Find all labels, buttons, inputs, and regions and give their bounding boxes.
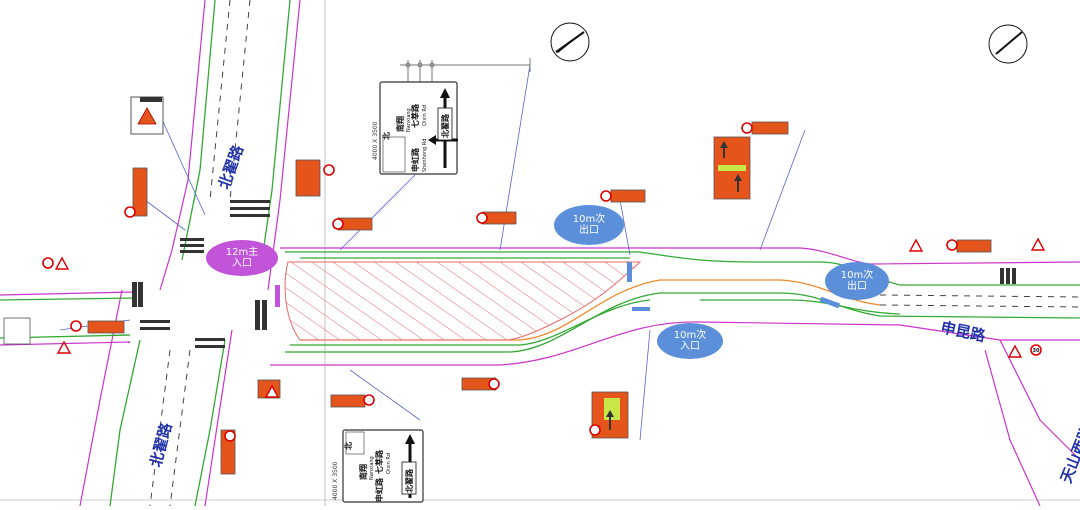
callout-line: 出口 (579, 223, 599, 236)
sign-nanhuan: 南翔 (358, 464, 368, 480)
speed-limit-value: 30 (1033, 348, 1040, 354)
callout-secondary-entrance: 10m次入口 (657, 323, 723, 359)
sign-shenhong-en: Shenhong Rd (422, 139, 428, 172)
north-arrow-icon (988, 24, 1028, 64)
callout-text: 10m次出口 (841, 268, 873, 292)
callout-line: 入口 (232, 258, 252, 269)
leader-lines (59, 64, 806, 441)
closed-work-zone (284, 261, 642, 341)
callout-line: 10m次 (841, 268, 873, 281)
road-label-shenkun: 申昆路 (939, 318, 988, 345)
callout-secondary-exit-2: 10m次出口 (825, 262, 889, 300)
callout-line: 出口 (847, 279, 867, 292)
guide-sign-bottom: 4000 X 3500 北 七莘路 Qixin Rd 南翔 Nanxiang 申… (332, 429, 424, 503)
sign-shenhong: 申虹路 (410, 147, 420, 172)
sign-beizhai: 北翟路 (440, 113, 450, 138)
guide-sign-dimension: 4000 X 3500 (332, 461, 339, 500)
barrier-markers (627, 262, 841, 311)
sign-qixin-en: Qixin Rd (386, 453, 392, 474)
callout-line: 10m次 (573, 212, 605, 225)
sign-qixin: 七莘路 (410, 103, 420, 128)
sign-north: 北 (381, 132, 391, 140)
warning-triangle-icon (55, 257, 69, 270)
sign-qixin: 七莘路 (374, 449, 384, 474)
sign-nanhuan-en: Nanxiang (406, 108, 412, 132)
guide-sign-top: 4000 X 3500 北 七莘路 Qixin Rd 南翔 Nanxiang 申… (372, 58, 531, 175)
guide-sign-dimension: 4000 X 3500 (372, 121, 379, 160)
sign-beizhai: 北翟路 (404, 468, 414, 493)
warning-triangle-icon (1031, 238, 1045, 251)
sign-shenhong: 申虹路 (374, 477, 384, 502)
road-label-beizhai-top: 北翟路 (215, 142, 248, 191)
sign-nanhuan: 南翔 (395, 116, 405, 132)
construction-sign-icon (130, 96, 164, 135)
dashed-markings (149, 0, 1080, 507)
sign-board-icon (295, 159, 321, 197)
main-entrance-marker (275, 285, 280, 307)
callout-text: 10m次出口 (573, 212, 605, 236)
callout-line: 入口 (680, 341, 700, 352)
road-label-tianshan-west: 天山西路 (1057, 422, 1080, 485)
lane-shift-sign-icon (713, 136, 751, 200)
sign-board-icon (751, 121, 789, 135)
sign-board-icon (132, 167, 148, 217)
sign-board-icon (956, 239, 992, 253)
crosswalks (132, 200, 1016, 348)
info-sign-icon (3, 317, 31, 345)
warning-triangle-icon (1008, 345, 1022, 358)
sign-board-icon (610, 189, 646, 203)
callout-secondary-exit-1: 10m次出口 (554, 205, 624, 245)
callout-line: 12m主 (226, 246, 258, 258)
sign-north: 北 (343, 442, 353, 450)
callout-line: 10m次 (674, 328, 706, 341)
north-arrow-icon (550, 22, 590, 62)
sign-qixin-en: Qixin Rd (422, 105, 428, 126)
callout-text: 10m次入口 (674, 328, 706, 352)
callout-text: 12m主入口 (226, 246, 258, 269)
warning-signs: 30 (3, 96, 1045, 475)
sign-nanhuan-en: Nanxiang (369, 456, 375, 480)
callout-main-entrance: 12m主入口 (206, 240, 278, 276)
road-label-beizhai-bottom: 北翟路 (146, 420, 175, 469)
sign-board-icon (330, 394, 366, 408)
sign-board-icon (87, 320, 125, 334)
warning-triangle-icon (909, 239, 923, 252)
gantry-icon (400, 58, 531, 82)
